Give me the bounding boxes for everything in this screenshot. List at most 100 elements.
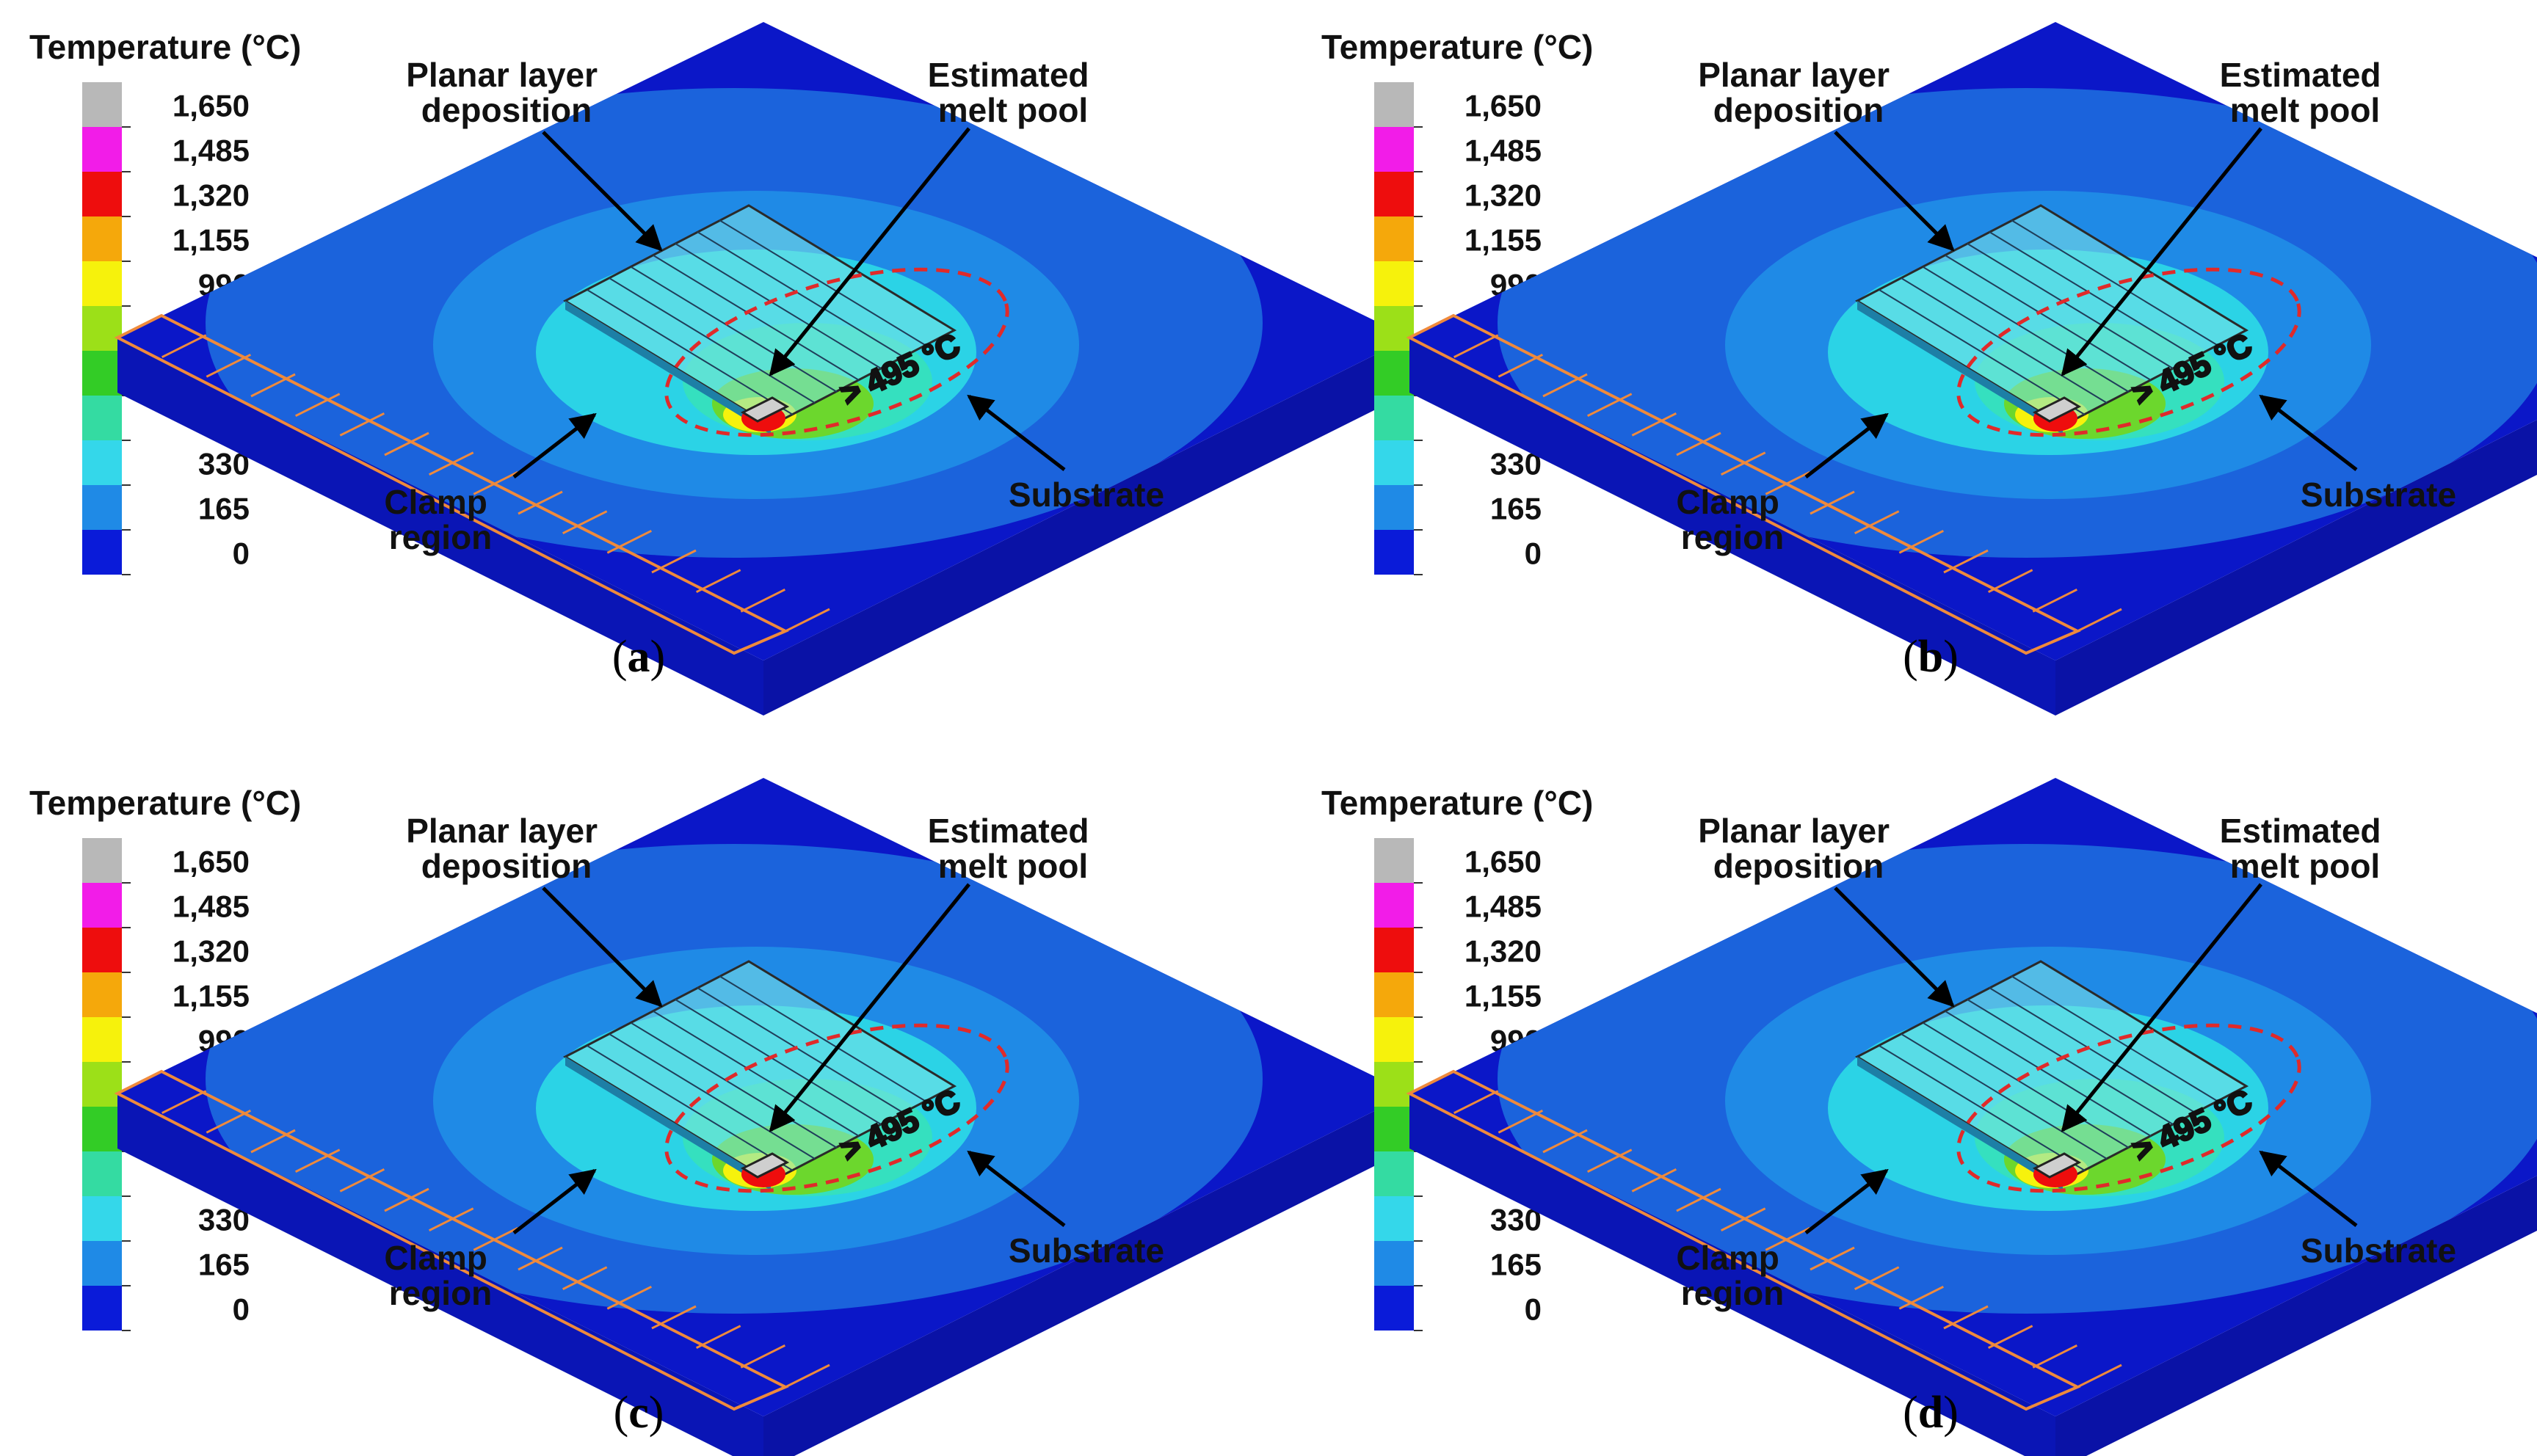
clamp-hatch-line (384, 1187, 429, 1212)
svg-text:Estimated melt pool: Estimated melt pool (928, 56, 1099, 129)
clamp-hatch-line (1631, 1168, 1677, 1193)
callout-clamp-line1: Clamp (1676, 1239, 1779, 1277)
legend-tick-label: 165 (198, 1248, 250, 1282)
clamp-hatch-line (1676, 432, 1721, 456)
legend-swatch (82, 1196, 122, 1241)
svg-text:Clamp region: Clamp region (384, 1239, 496, 1312)
legend-swatch (82, 1151, 122, 1196)
heat-source-block (740, 396, 790, 423)
legend-swatch (82, 972, 122, 1017)
clamp-hatch-line (606, 529, 653, 554)
legend-swatch (82, 127, 122, 172)
substrate-right-face (2055, 1176, 2537, 1456)
clamp-hatch-line (250, 373, 296, 398)
callout-clamp-line1: Clamp (384, 1239, 487, 1277)
legend-swatch (82, 306, 122, 351)
svg-text:Estimated melt pool: Estimated melt pool (928, 812, 1099, 885)
legend-swatch (1374, 1151, 1414, 1196)
clamp-hatch-line (1498, 353, 1544, 378)
clamp-hatching (117, 1070, 830, 1388)
clamp-hatch-line (161, 334, 207, 359)
legend-tick-label: 165 (198, 492, 250, 526)
callout-planar-layer: Planar layer deposition (406, 812, 663, 1008)
heat-source-block (2032, 396, 2082, 423)
legend-swatch (82, 396, 122, 440)
substrate-right-face (2055, 420, 2537, 716)
callout-melt-pool: Estimated melt pool (2061, 56, 2381, 376)
clamp-hatch-line (1720, 451, 1766, 476)
panel-a: Temperature (°C) 1,6501,4851,3201,155990… (29, 22, 1409, 716)
clamp-hatch-line (2032, 1344, 2078, 1369)
legend-swatch (1374, 1017, 1414, 1062)
callout-clamp-line2: region (1681, 1274, 1785, 1312)
clamp-hatch-line (2077, 608, 2122, 633)
callout-clamp: Clamp region (1676, 412, 1889, 556)
panel-caption: (d) (1903, 1388, 1959, 1438)
clamp-hatch-line (428, 1207, 474, 1232)
clamp-hatch-line (606, 1285, 653, 1310)
heat-source-block (2032, 1152, 2082, 1179)
clamp-hatch-line (117, 314, 162, 339)
legend-tick-label: 1,650 (173, 89, 250, 123)
panel-b: Temperature (°C) 1,6501,4851,3201,155990… (1321, 22, 2537, 716)
planar-layer-side (565, 301, 771, 434)
substrate-right-face (763, 1093, 1409, 1456)
legend-swatch (1374, 306, 1414, 351)
svg-text:Planar layer depositio: Planar layer deposition (406, 56, 607, 129)
clamp-hatch-line (785, 608, 830, 633)
clamp-hatch-line (651, 549, 697, 574)
legend-tick-label: 1,320 (1465, 178, 1542, 213)
legend-swatch (82, 1062, 122, 1107)
legend-swatch (1374, 396, 1414, 440)
legend-tick-label: 165 (1490, 492, 1542, 526)
legend-colorbar (82, 838, 122, 1331)
callout-planar-layer: Planar layer deposition (1698, 56, 1955, 252)
legend-swatch (1374, 261, 1414, 306)
simulation-view: > 495 °C (114, 778, 1409, 1456)
callout-melt-pool: Estimated melt pool (769, 812, 1099, 1132)
clamp-hatch-line (1542, 1129, 1588, 1154)
callout-planar-line1: Planar layer (1698, 812, 1890, 850)
callout-clamp-line2: region (389, 1274, 493, 1312)
clamp-hatch-line (1720, 1207, 1766, 1232)
svg-text:Clamp region: Clamp region (1676, 1239, 1788, 1312)
callout-planar-line1: Planar layer (1698, 56, 1890, 94)
legend-swatch (1374, 82, 1414, 127)
legend-swatch (1374, 1107, 1414, 1151)
planar-layer-side (1857, 301, 2063, 434)
legend-swatch (82, 485, 122, 530)
legend-tick-label: 1,485 (173, 134, 250, 168)
legend-title: Temperature (°C) (29, 784, 301, 822)
clamp-hatching (1409, 1070, 2122, 1388)
callout-substrate: Substrate (967, 394, 1164, 514)
legend-swatch (82, 1286, 122, 1331)
callout-planar-line2: deposition (421, 91, 592, 129)
legend-swatch (1374, 883, 1414, 928)
svg-text:Planar layer depositio: Planar layer deposition (1698, 812, 1899, 885)
clamp-hatch-line (1453, 334, 1499, 359)
clamp-hatch-line (518, 1246, 563, 1271)
clamp-hatch-line (740, 1344, 786, 1369)
legend-swatch (82, 1107, 122, 1151)
clamp-hatch-line (562, 510, 608, 535)
clamp-hatch-line (206, 1109, 252, 1134)
callout-melt-line2: melt pool (2230, 847, 2380, 885)
legend-tick-label: 1,485 (173, 889, 250, 924)
legend-swatch (82, 883, 122, 928)
legend-tick-label: 1,320 (173, 178, 250, 213)
legend-title: Temperature (°C) (1321, 784, 1593, 822)
clamp-hatch-line (1542, 373, 1588, 398)
legend-swatch (82, 530, 122, 575)
melt-pool-outline (1956, 1023, 2301, 1193)
clamp-hatch-line (1987, 1325, 2033, 1350)
clamp-hatch-line (339, 412, 385, 437)
substrate-left-face (1409, 338, 2055, 716)
legend-swatch (1374, 1286, 1414, 1331)
legend-swatch (82, 172, 122, 216)
callout-melt-line2: melt pool (938, 91, 1088, 129)
svg-text:Planar layer depositio: Planar layer deposition (1698, 56, 1899, 129)
clamp-hatch-line (695, 569, 741, 594)
callout-melt-pool: Estimated melt pool (769, 56, 1099, 376)
panel-c: Temperature (°C) 1,6501,4851,3201,155990… (29, 778, 1409, 1456)
